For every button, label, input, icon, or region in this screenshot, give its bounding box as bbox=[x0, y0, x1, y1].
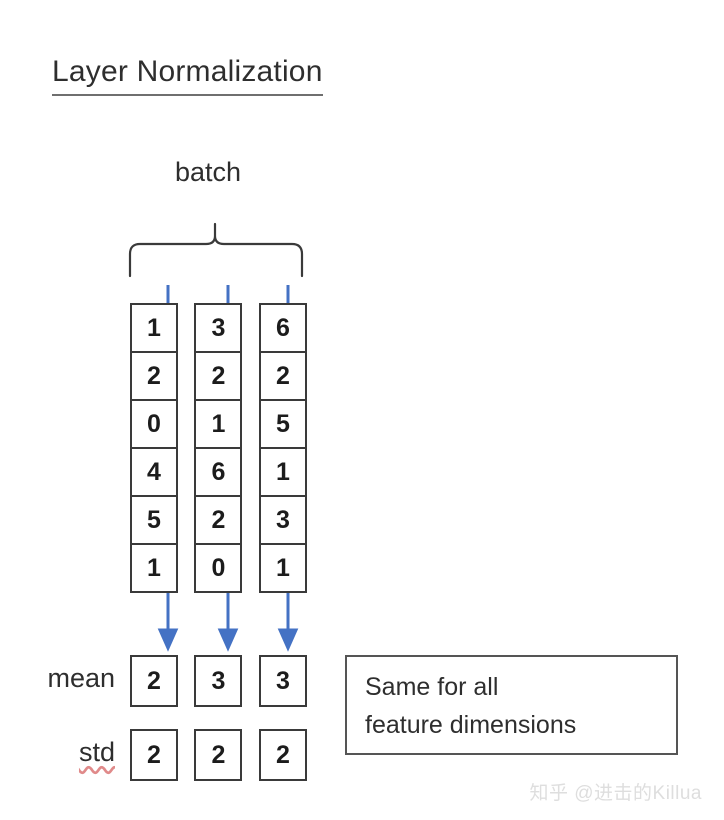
mean-row-label: mean bbox=[47, 663, 115, 693]
annotation-line-1: Same for all bbox=[365, 673, 499, 701]
matrix-cell: 6 bbox=[260, 305, 305, 353]
arrow-head-col3 bbox=[277, 628, 299, 652]
mean-value-box: 2 bbox=[130, 655, 178, 707]
mean-row: 2 3 3 bbox=[130, 655, 307, 707]
mean-value-box: 3 bbox=[258, 655, 307, 707]
mean-value-box: 3 bbox=[194, 655, 243, 707]
feature-matrix: 1 2 0 4 5 1 3 2 1 6 2 0 6 2 5 1 3 1 bbox=[130, 303, 307, 593]
annotation-box: Same for all feature dimensions bbox=[345, 655, 678, 755]
matrix-cell: 3 bbox=[260, 497, 305, 545]
batch-axis-label: batch bbox=[175, 157, 242, 187]
matrix-cell: 2 bbox=[260, 353, 305, 401]
page-title: Layer Normalization bbox=[52, 55, 323, 96]
matrix-cell: 1 bbox=[260, 545, 305, 591]
matrix-cell: 5 bbox=[260, 401, 305, 449]
arrow-head-col2 bbox=[217, 628, 239, 652]
matrix-cell: 2 bbox=[196, 353, 241, 401]
matrix-cell: 1 bbox=[260, 449, 305, 497]
std-value-box: 2 bbox=[258, 729, 307, 781]
std-value-box: 2 bbox=[130, 729, 178, 781]
annotation-line-2: feature dimensions bbox=[365, 710, 577, 739]
matrix-cell: 6 bbox=[196, 449, 241, 497]
watermark: 知乎 @进击的Killua bbox=[529, 783, 702, 804]
matrix-column-2: 3 2 1 6 2 0 bbox=[194, 303, 243, 593]
arrow-head-col1 bbox=[157, 628, 179, 652]
matrix-cell: 1 bbox=[132, 305, 176, 353]
std-value-box: 2 bbox=[194, 729, 243, 781]
matrix-cell: 3 bbox=[196, 305, 241, 353]
matrix-cell: 0 bbox=[132, 401, 176, 449]
matrix-cell: 5 bbox=[132, 497, 176, 545]
matrix-cell: 1 bbox=[196, 401, 241, 449]
matrix-cell: 4 bbox=[132, 449, 176, 497]
matrix-column-1: 1 2 0 4 5 1 bbox=[130, 303, 178, 593]
matrix-column-3: 6 2 5 1 3 1 bbox=[258, 303, 307, 593]
std-row: 2 2 2 bbox=[130, 729, 307, 781]
matrix-cell: 0 bbox=[196, 545, 241, 591]
matrix-cell: 2 bbox=[132, 353, 176, 401]
matrix-cell: 1 bbox=[132, 545, 176, 591]
matrix-cell: 2 bbox=[196, 497, 241, 545]
curly-brace-down-icon bbox=[128, 222, 304, 278]
std-row-label: std bbox=[78, 737, 115, 767]
